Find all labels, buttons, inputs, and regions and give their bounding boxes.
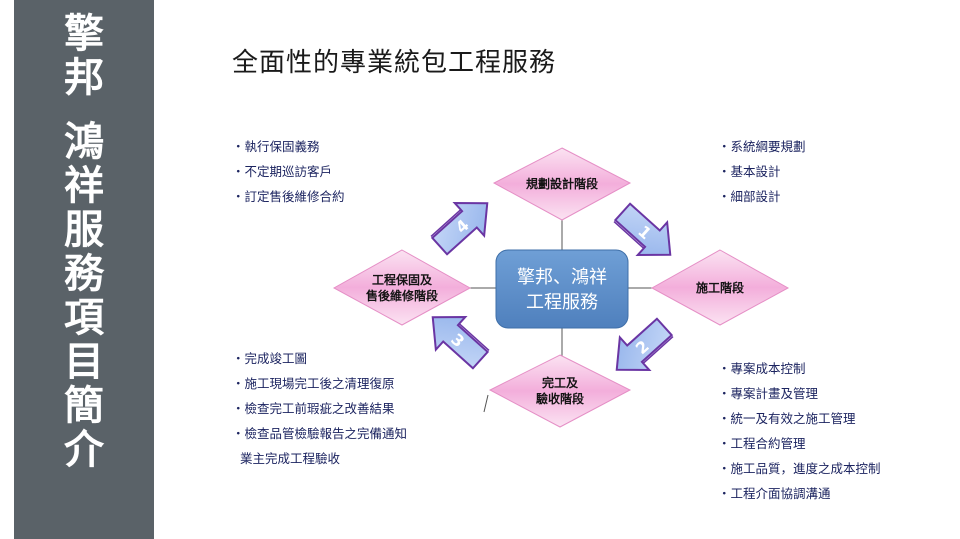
title-char: 簡 (64, 383, 104, 429)
list-item: ・工程介面協調溝通 (718, 486, 831, 501)
list-item: ・施工現場完工後之清理復原 (232, 376, 395, 391)
phase-warranty: 工程保固及 售後維修階段 (332, 249, 472, 326)
title-char: 介 (64, 427, 104, 473)
title-char: 擎 (64, 11, 104, 57)
list-bottom-right: ・專案成本控制 ・專案計畫及管理 ・統一及有效之施工管理 ・工程合約管理 ・施工… (718, 356, 881, 506)
list-item: ・訂定售後維修合約 (232, 189, 345, 204)
arrow-2: 2 (615, 317, 674, 372)
phase-label: 售後維修階段 (366, 288, 439, 303)
arrow-3: 3 (431, 315, 490, 370)
title-char: 目 (64, 339, 104, 385)
connector-line (483, 394, 489, 413)
phase-label: 完工及 (542, 375, 579, 390)
sidebar-title: 擎 邦 鴻 祥 服 務 項 目 簡 介 (14, 12, 154, 472)
list-item: ・專案計畫及管理 (718, 386, 819, 401)
phase-planning: 規劃設計階段 (492, 147, 632, 221)
title-char: 邦 (64, 55, 104, 101)
list-item: ・不定期巡訪客戶 (232, 164, 333, 179)
list-top-right: ・系統綱要規劃 ・基本設計 ・細部設計 (718, 134, 806, 209)
center-label-line2: 工程服務 (526, 292, 598, 313)
list-item: ・施工品質，進度之成本控制 (718, 461, 881, 476)
phase-completion: 完工及 驗收階段 (488, 354, 632, 428)
title-char: 服 (64, 207, 104, 253)
page-title: 全面性的專業統包工程服務 (232, 48, 557, 78)
phase-label: 工程保固及 (372, 272, 433, 287)
phase-construction: 施工階段 (650, 249, 790, 326)
list-bottom-left: ・完成竣工圖 ・施工現場完工後之清理復原 ・檢查完工前瑕疵之改善結果 ・檢查品管… (232, 346, 407, 471)
list-item: ・專案成本控制 (718, 361, 806, 376)
phase-label: 驗收階段 (536, 391, 585, 406)
sidebar: 擎 邦 鴻 祥 服 務 項 目 簡 介 (14, 0, 154, 539)
list-item: ・執行保固義務 (232, 139, 320, 154)
arrow-4: 4 (430, 201, 489, 256)
phase-label: 施工階段 (696, 280, 745, 295)
list-item: ・檢查完工前瑕疵之改善結果 (232, 401, 395, 416)
list-item: ・工程合約管理 (718, 436, 806, 451)
connector-lines (470, 210, 655, 413)
list-item: ・細部設計 (718, 189, 781, 204)
list-item: 業主完成工程驗收 (232, 451, 340, 466)
phase-label: 規劃設計階段 (526, 176, 599, 191)
center-label-line1: 擎邦、鴻祥 (517, 267, 607, 288)
list-top-left: ・執行保固義務 ・不定期巡訪客戶 ・訂定售後維修合約 (232, 134, 345, 209)
list-item: ・基本設計 (718, 164, 781, 179)
list-item: ・統一及有效之施工管理 (718, 411, 856, 426)
title-char: 鴻 (64, 119, 104, 165)
title-char: 項 (64, 295, 104, 341)
list-item: ・完成竣工圖 (232, 351, 308, 366)
arrow-1: 1 (613, 202, 672, 257)
list-item: ・系統綱要規劃 (718, 139, 806, 154)
title-char: 祥 (64, 163, 104, 209)
list-item: ・檢查品管檢驗報告之完備通知 (232, 426, 408, 441)
center-box: 擎邦、鴻祥 工程服務 (495, 249, 629, 329)
title-char: 務 (64, 251, 104, 297)
